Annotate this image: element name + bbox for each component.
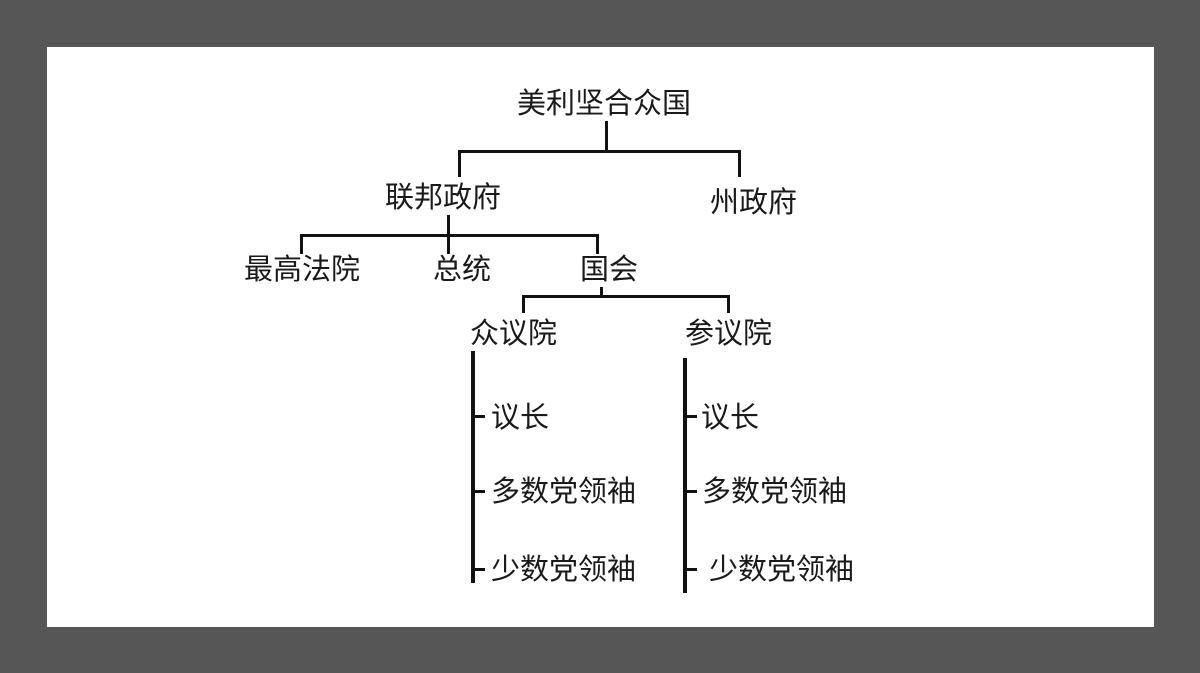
- connector-to-supreme-court: [300, 234, 303, 254]
- house-tick-minority: [471, 568, 485, 571]
- connector-to-state: [738, 150, 741, 177]
- house-tick-majority: [471, 490, 485, 493]
- senate-tick-majority: [683, 490, 697, 493]
- diagram-canvas: 美利坚合众国 联邦政府 州政府 最高法院 总统 国会 众议院 参议院 议长 多数…: [47, 47, 1154, 627]
- house-member-majority-leader: 多数党领袖: [491, 474, 637, 508]
- house-member-spine: [471, 351, 475, 583]
- senate-member-minority-leader: 少数党领袖: [709, 552, 855, 586]
- connector-to-senate: [727, 295, 730, 313]
- node-supreme-court: 最高法院: [244, 252, 361, 286]
- connector-root-stem: [605, 121, 608, 151]
- senate-member-majority-leader: 多数党领袖: [702, 474, 848, 508]
- node-federal-government: 联邦政府: [385, 180, 502, 214]
- senate-member-spine: [683, 358, 687, 593]
- node-state-government: 州政府: [710, 185, 798, 219]
- senate-tick-speaker: [683, 415, 697, 418]
- connector-to-president: [447, 234, 450, 254]
- senate-tick-minority: [683, 568, 697, 571]
- house-member-speaker: 议长: [491, 400, 550, 434]
- connector-congress-bar: [522, 295, 730, 298]
- connector-root-bar: [458, 150, 741, 153]
- house-tick-speaker: [471, 415, 485, 418]
- senate-member-speaker: 议长: [701, 400, 760, 434]
- connector-to-house: [522, 295, 525, 313]
- connector-to-congress: [596, 234, 599, 254]
- connector-congress-stem: [600, 287, 603, 297]
- node-congress: 国会: [580, 252, 639, 286]
- connector-federal-stem: [447, 215, 450, 237]
- house-member-minority-leader: 少数党领袖: [491, 552, 637, 586]
- node-senate: 参议院: [685, 316, 773, 350]
- connector-to-federal: [458, 150, 461, 177]
- node-president: 总统: [433, 252, 492, 286]
- node-usa: 美利坚合众国: [517, 86, 692, 120]
- node-house: 众议院: [470, 316, 558, 350]
